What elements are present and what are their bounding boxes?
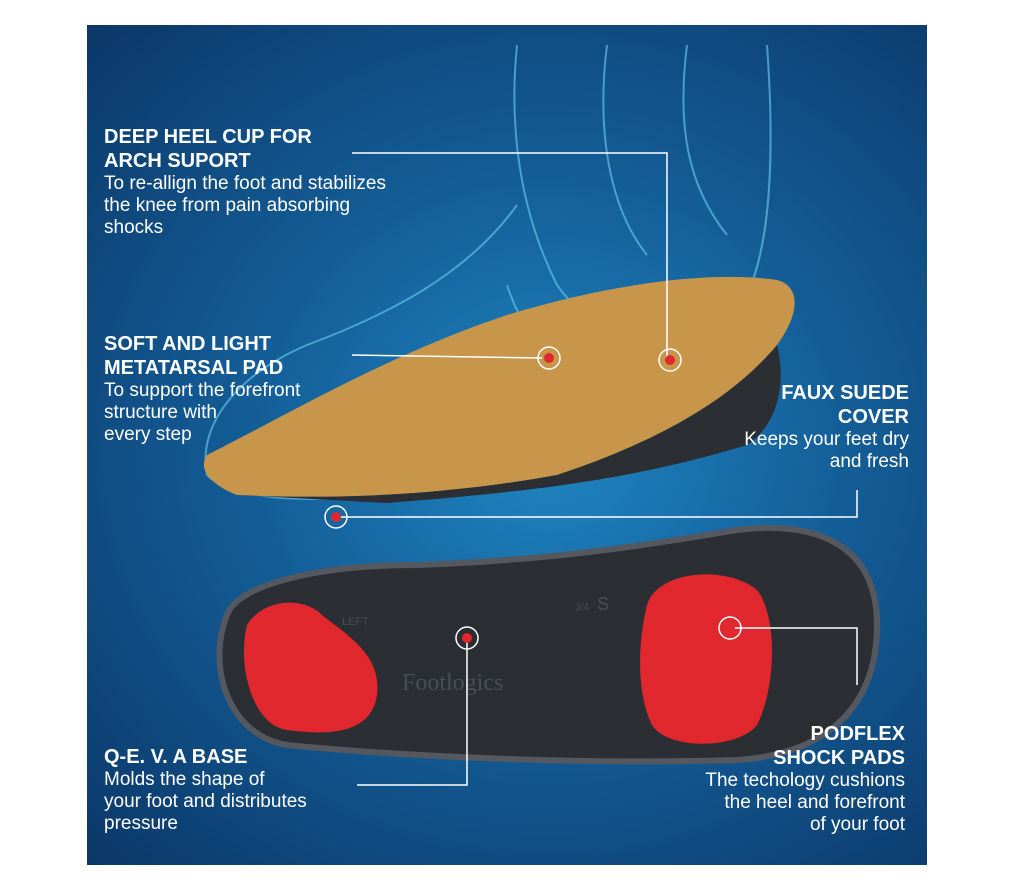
callout-shock-pads: PODFLEX SHOCK PADS The techology cushion…: [705, 722, 905, 836]
infographic-panel: Footlogics LEFT S 3/4 DEEP HEEL CUP FOR …: [87, 25, 927, 865]
callout-desc: To re-allign the foot and stabilizes: [104, 173, 386, 194]
fit-label: 3/4: [575, 602, 589, 613]
callout-desc: of your foot: [809, 814, 905, 835]
callout-desc: and fresh: [829, 451, 909, 472]
callout-desc: shocks: [104, 217, 164, 238]
callout-faux-suede: FAUX SUEDE COVER Keeps your feet dry and…: [744, 381, 909, 473]
side-label: LEFT: [342, 616, 369, 628]
callout-eva-base: Q-E. V. A BASE Molds the shape of your f…: [104, 745, 307, 835]
callout-title: DEEP HEEL CUP FOR: [104, 126, 312, 148]
callout-deep-heel-cup: DEEP HEEL CUP FOR ARCH SUPORT To re-alli…: [104, 125, 386, 239]
heel-shock-pad: [640, 574, 772, 744]
callout-desc: your foot and distributes: [104, 791, 307, 812]
forefoot-shock-pad: [243, 602, 378, 733]
callout-title: ARCH SUPORT: [104, 150, 251, 172]
callout-metatarsal-pad: SOFT AND LIGHT METATARSAL PAD To support…: [104, 332, 300, 446]
callout-title: Q-E. V. A BASE: [104, 746, 248, 768]
callout-title: METATARSAL PAD: [104, 357, 284, 379]
callout-desc: every step: [104, 424, 192, 445]
callout-desc: The techology cushions: [705, 770, 905, 791]
callout-title: SOFT AND LIGHT: [104, 333, 272, 355]
suede-cover: [203, 276, 795, 497]
callout-desc: the knee from pain absorbing: [104, 195, 351, 216]
callout-title: COVER: [837, 406, 909, 428]
callout-title: SHOCK PADS: [773, 747, 905, 769]
insole-side: [237, 345, 781, 503]
callout-desc: structure with: [104, 402, 217, 423]
callout-desc: Molds the shape of: [104, 769, 265, 790]
callout-desc: pressure: [104, 813, 178, 834]
size-label: S: [597, 594, 609, 614]
callout-title: FAUX SUEDE: [781, 382, 909, 404]
callout-desc: the heel and forefront: [724, 792, 905, 813]
brand-logo: Footlogics: [402, 670, 503, 696]
callout-markers: [324, 346, 742, 650]
callout-title: PODFLEX: [810, 723, 905, 745]
insole-illustration: Footlogics LEFT S 3/4: [203, 44, 881, 786]
callout-lines: [337, 152, 858, 786]
callout-desc: To support the forefront: [104, 380, 301, 401]
callout-desc: Keeps your feet dry: [744, 429, 909, 450]
